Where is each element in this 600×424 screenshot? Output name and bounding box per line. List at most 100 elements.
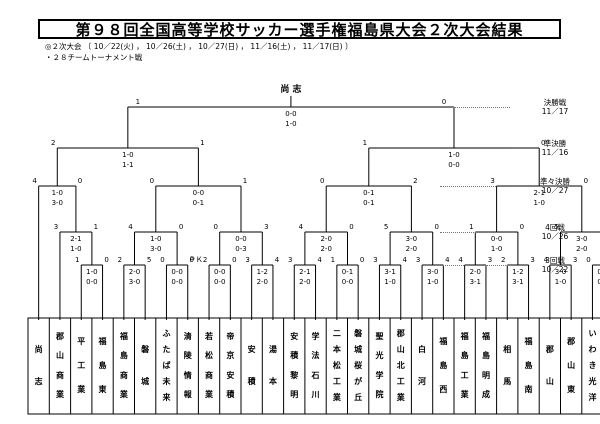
r4-score-left: 1 xyxy=(469,223,473,231)
team-name: 磐城桜が丘 xyxy=(354,329,363,402)
round-date: 10／26 xyxy=(541,231,569,241)
qf-half-score: 0-1 xyxy=(363,189,374,197)
r3-score-left: 2 xyxy=(118,256,122,264)
round-name: 4回戦 xyxy=(545,223,565,232)
r4-half-score: 0-0 xyxy=(491,235,502,243)
sf-half-score: 1-1 xyxy=(122,161,133,169)
r3-score-left: 3 xyxy=(288,256,292,264)
round-name: 決勝戦 xyxy=(543,98,567,107)
r4-half-score: 2-0 xyxy=(406,245,417,253)
team-name: 郡山商業 xyxy=(55,332,64,399)
team-name: 湯本 xyxy=(268,345,277,386)
team-name: 白河 xyxy=(418,345,427,386)
r4-score-right: 0 xyxy=(434,223,438,231)
r3-half-score: 1-0 xyxy=(384,278,395,286)
sf-half-score: 1-0 xyxy=(122,151,133,159)
r3-half-score: 1-0 xyxy=(86,268,97,276)
round-guide-line xyxy=(440,186,510,187)
r3-score-right: 4 xyxy=(275,256,280,264)
r3-score-right: 4 xyxy=(445,256,450,264)
qf-score-right: 1 xyxy=(243,177,247,185)
r4-score-right: 0 xyxy=(179,223,183,231)
r3-half-score: 0-0 xyxy=(214,268,225,276)
r3-score-left: 4 xyxy=(544,256,549,264)
qf-score-left: 3 xyxy=(490,177,494,185)
qf-half-score: 0-0 xyxy=(193,189,204,197)
r4-score-right: 1 xyxy=(94,223,98,231)
r3-half-score: 2-1 xyxy=(299,268,310,276)
r3-half-score: 1-0 xyxy=(427,278,438,286)
team-name: 若松商業 xyxy=(205,332,214,399)
r4-half-score: 1-0 xyxy=(491,245,502,253)
team-name: 平工業 xyxy=(77,337,86,394)
format-line: ・２８チームトーナメント戦 xyxy=(45,53,143,62)
r4-half-score: 3-0 xyxy=(576,235,587,243)
r3-score-right: 4 xyxy=(317,256,322,264)
r3-half-score: 0-0 xyxy=(342,278,353,286)
r3-score-right: 0 xyxy=(232,256,236,264)
r3-half-score: 1-2 xyxy=(512,268,523,276)
r4-score-left: 0 xyxy=(213,223,217,231)
r4-half-score: 1-0 xyxy=(70,245,81,253)
round-date: 10／22 xyxy=(541,264,569,274)
r3-score-left: 3 xyxy=(416,256,420,264)
r4-score-left: 3 xyxy=(54,223,58,231)
qf-half-score: 1-0 xyxy=(52,189,63,197)
sf-half-score: 0-0 xyxy=(448,161,459,169)
round-guide-line xyxy=(440,265,510,266)
r3-score-right: 0 xyxy=(360,256,364,264)
qf-half-score: 0-1 xyxy=(193,199,204,207)
team-name: 郡山 xyxy=(545,345,554,386)
r4-half-score: 0-3 xyxy=(235,245,246,253)
r3-half-score: 3-0 xyxy=(129,278,140,286)
r3-half-score: 3-0 xyxy=(555,268,566,276)
r4-score-right: 0 xyxy=(520,223,524,231)
team-name: 郡山北工業 xyxy=(396,329,405,402)
team-name: 福島西 xyxy=(439,337,448,394)
r4-score-left: 4 xyxy=(299,223,304,231)
team-name: 福島明成 xyxy=(481,332,490,399)
r3-score-left: 2 xyxy=(501,256,505,264)
r3-score-right: 0 xyxy=(190,256,194,264)
r4-half-score: 3-0 xyxy=(406,235,417,243)
r3-half-score: 3-1 xyxy=(384,268,395,276)
final-half-score: 0-0 xyxy=(285,110,296,118)
team-name: 尚志 xyxy=(34,345,43,386)
round-name: 準決勝 xyxy=(543,139,567,148)
r4-half-score: 2-1 xyxy=(70,235,81,243)
final-half-score: 1-0 xyxy=(285,120,296,128)
r4-half-score: 3-0 xyxy=(150,245,161,253)
r3-score-right: 3 xyxy=(530,256,534,264)
r4-half-score: 0-0 xyxy=(235,235,246,243)
r3-score-right: 3 xyxy=(488,256,492,264)
team-name: 郡山東 xyxy=(567,337,576,394)
r3-half-score: 2-0 xyxy=(129,268,140,276)
team-name: 福島工業 xyxy=(460,332,469,399)
team-name: 福島東 xyxy=(98,337,107,394)
round-guide-line xyxy=(440,148,510,149)
qf-score-right: 0 xyxy=(584,177,588,185)
r4-half-score: 2-0 xyxy=(320,235,331,243)
qf-score-left: 0 xyxy=(320,177,324,185)
r3-half-score: 0-0 xyxy=(171,268,182,276)
r3-score-left: 1 xyxy=(75,256,79,264)
r4-half-score: 1-0 xyxy=(150,235,161,243)
round-name: 準々決勝 xyxy=(540,177,570,186)
r3-half-score: 2-0 xyxy=(257,278,268,286)
team-name: 磐城 xyxy=(141,345,150,386)
r3-score-left: 2 xyxy=(203,256,207,264)
r3-half-score: 1-0 xyxy=(555,278,566,286)
team-name: 福島商業 xyxy=(119,332,128,399)
team-name: 帝京安積 xyxy=(226,332,235,399)
r3-score-left: 3 xyxy=(245,256,249,264)
team-name: 二本松工業 xyxy=(332,329,341,402)
r4-half-score: 2-0 xyxy=(576,245,587,253)
r4-score-right: 3 xyxy=(264,223,268,231)
r4-half-score: 2-0 xyxy=(320,245,331,253)
final-score-left: 1 xyxy=(136,98,140,106)
round-date: 11／17 xyxy=(541,106,569,116)
r4-score-left: 5 xyxy=(384,223,388,231)
